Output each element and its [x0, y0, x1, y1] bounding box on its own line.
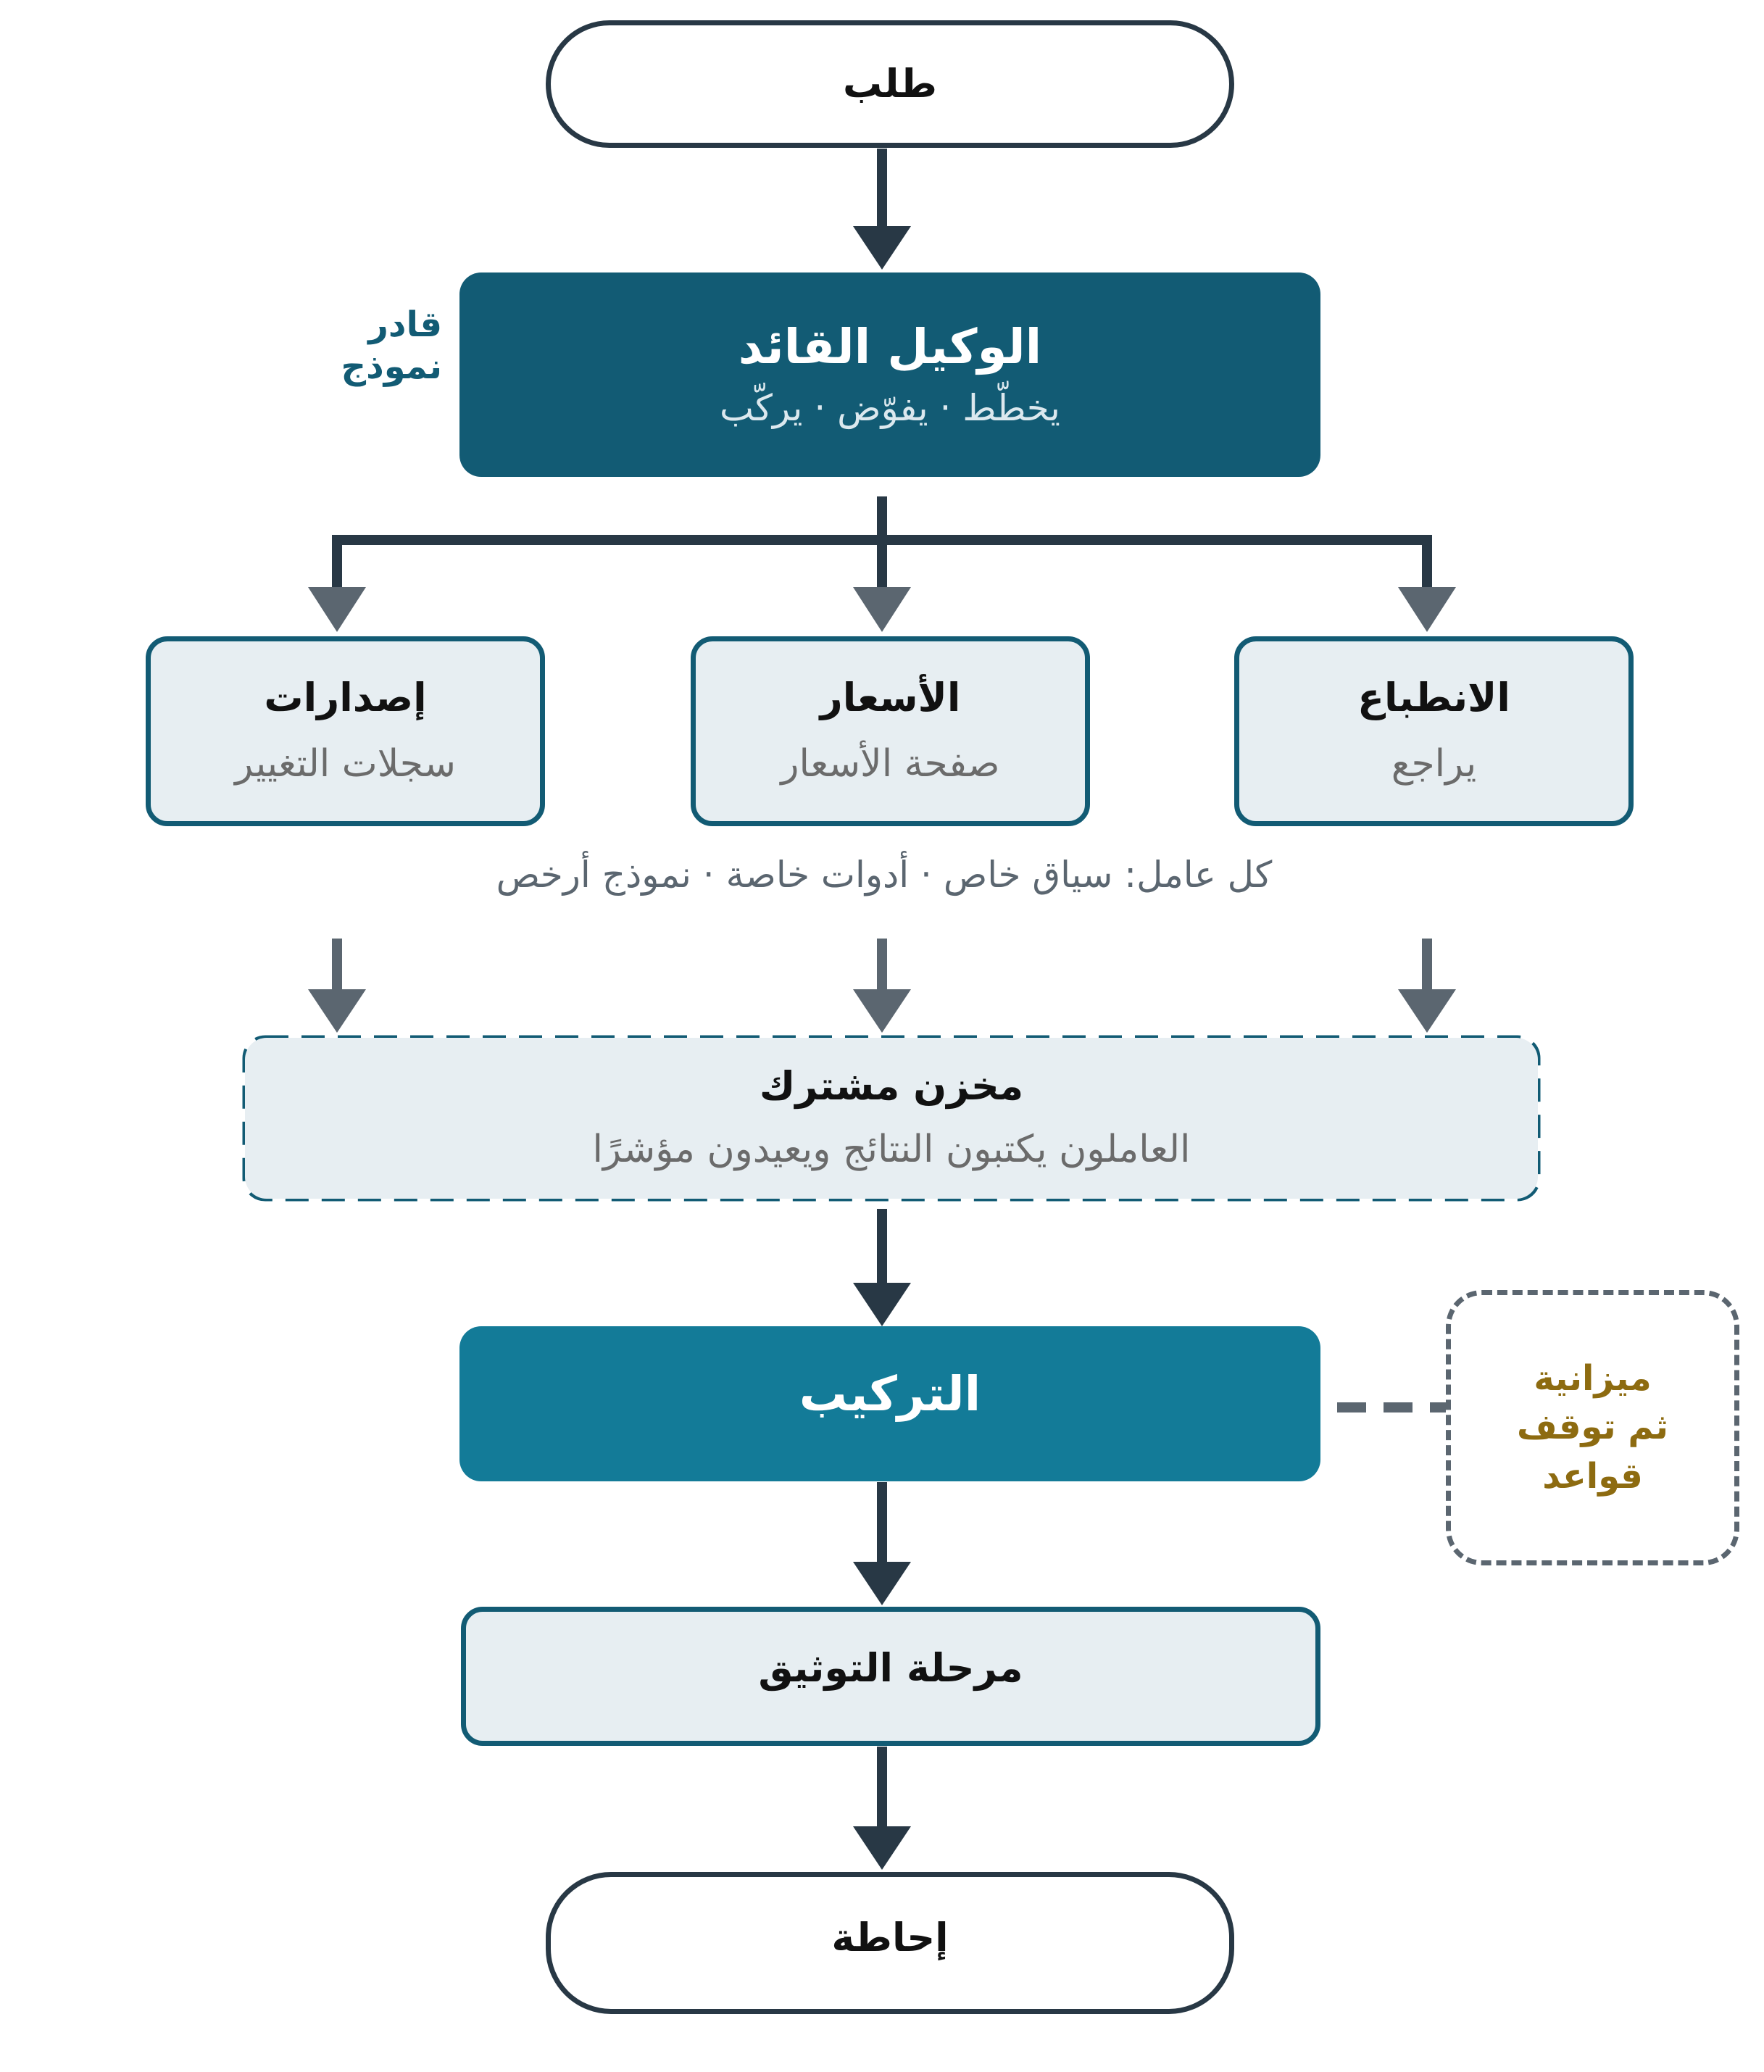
worker-node-pricing: الأسعار صفحة الأسعار	[691, 636, 1090, 826]
synthesis-node: التركيب	[459, 1326, 1320, 1481]
lead-model-label: قادر نموذج	[304, 304, 442, 388]
worker-title: الأسعار	[820, 675, 961, 721]
worker-title: الانطباع	[1357, 675, 1510, 721]
arrow-synthesis-to-verify-head	[853, 1562, 911, 1605]
worker-subtitle: سجلات التغيير	[235, 741, 456, 786]
shared-store-node: مخزن مشترك العاملون يكتبون النتائج ويعيد…	[245, 1038, 1538, 1199]
worker-node-releases: إصدارات سجلات التغيير	[146, 636, 545, 826]
worker-title: إصدارات	[264, 675, 427, 721]
lead-agent-subtitle: يخطّط · يفوّض · يركّب	[720, 387, 1060, 430]
request-title: طلب	[842, 60, 938, 107]
budget-note: ميزانية ثم توقف قواعد	[1446, 1290, 1739, 1565]
worker-subtitle: صفحة الأسعار	[781, 741, 1000, 786]
arrow-store-to-synthesis-head	[853, 1283, 911, 1326]
synthesis-title: التركيب	[799, 1366, 981, 1423]
worker-center-head	[853, 989, 911, 1033]
worker-left-head	[308, 989, 366, 1033]
verification-node: مرحلة التوثيق	[461, 1607, 1320, 1746]
verification-title: مرحلة التوثيق	[758, 1644, 1023, 1691]
fanout-left-head	[308, 587, 366, 632]
lead-model-label-line1: قادر	[368, 304, 442, 345]
lead-agent-title: الوكيل القائد	[738, 319, 1042, 375]
request-node: طلب	[546, 20, 1234, 148]
shared-store-title: مخزن مشترك	[759, 1063, 1024, 1110]
briefing-title: إحاطة	[831, 1914, 949, 1960]
worker-node-impressions: الانطباع يراجع	[1234, 636, 1634, 826]
budget-note-line1: ميزانية	[1534, 1358, 1652, 1399]
worker-caption: كل عامل: سياق خاص · أدوات خاصة · نموذج أ…	[496, 854, 1273, 896]
lead-agent-node: الوكيل القائد يخطّط · يفوّض · يركّب	[459, 272, 1320, 477]
fanout-center-head	[853, 587, 911, 632]
shared-store-subtitle: العاملون يكتبون النتائج ويعيدون مؤشرًا	[592, 1127, 1191, 1171]
briefing-node: إحاطة	[546, 1872, 1234, 2014]
arrow-request-to-lead-head	[853, 226, 911, 270]
budget-note-line2: ثم توقف	[1516, 1407, 1669, 1448]
worker-subtitle: يراجع	[1391, 741, 1477, 786]
arrow-verify-to-briefing-head	[853, 1826, 911, 1870]
fanout-right-head	[1398, 587, 1456, 632]
budget-note-line3: قواعد	[1542, 1455, 1643, 1497]
lead-model-label-line2: نموذج	[341, 346, 442, 387]
worker-right-head	[1398, 989, 1456, 1033]
